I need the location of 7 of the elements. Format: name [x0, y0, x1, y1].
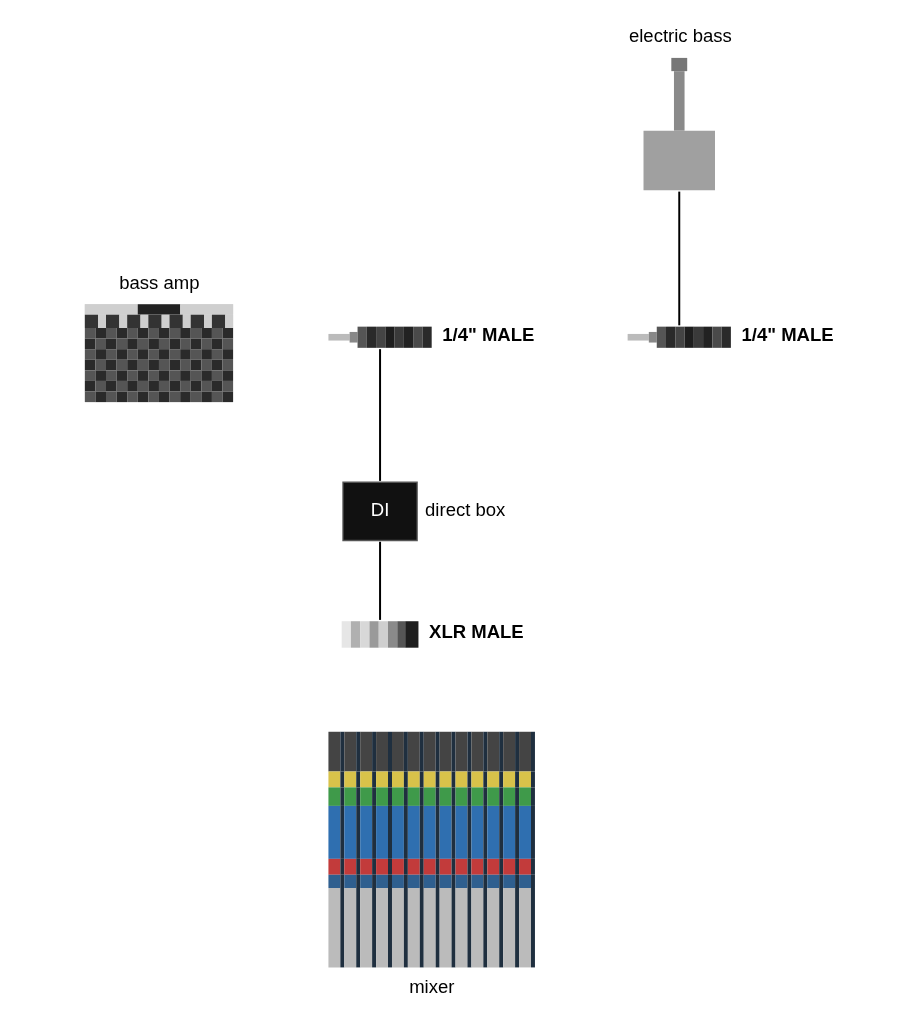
node-label: 1/4" MALE: [740, 323, 834, 345]
node-label: direct box: [424, 499, 505, 521]
node-label: 1/4" MALE: [441, 323, 534, 345]
node-label: electric bass: [628, 25, 732, 47]
node-label: bass amp: [118, 271, 200, 293]
node-label: XLR MALE: [428, 621, 524, 643]
node-label: mixer: [408, 975, 454, 997]
